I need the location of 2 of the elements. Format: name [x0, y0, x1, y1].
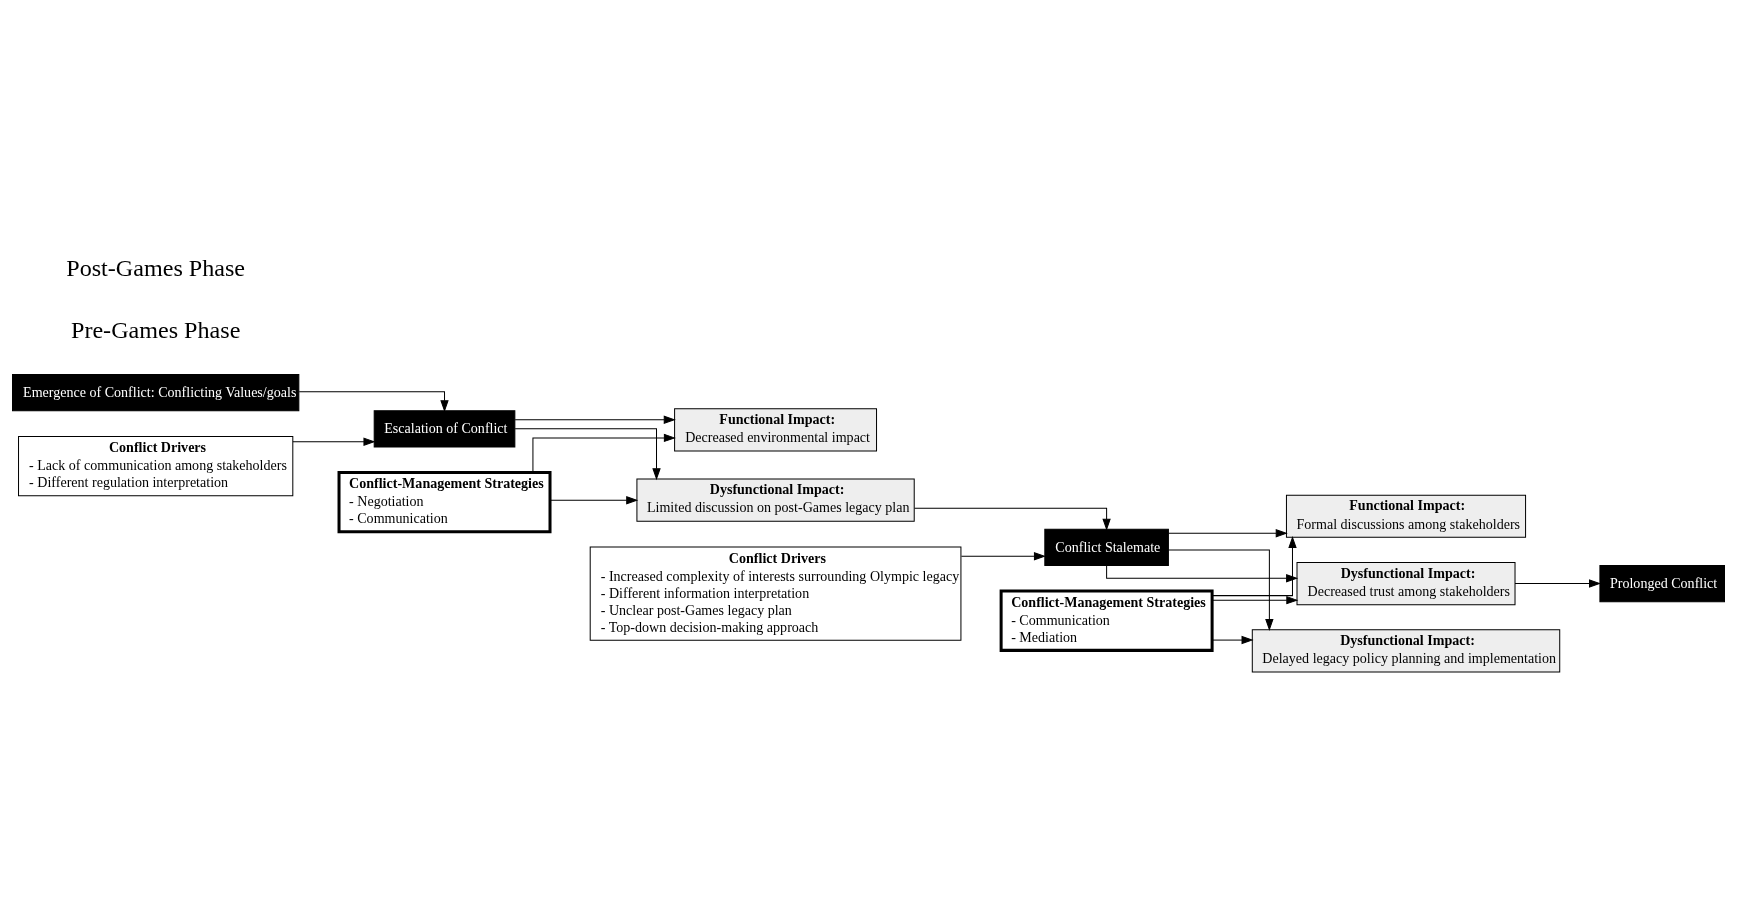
label: Pre-Games Phase: [70, 316, 241, 343]
label: Post-Games Phase: [66, 254, 246, 281]
